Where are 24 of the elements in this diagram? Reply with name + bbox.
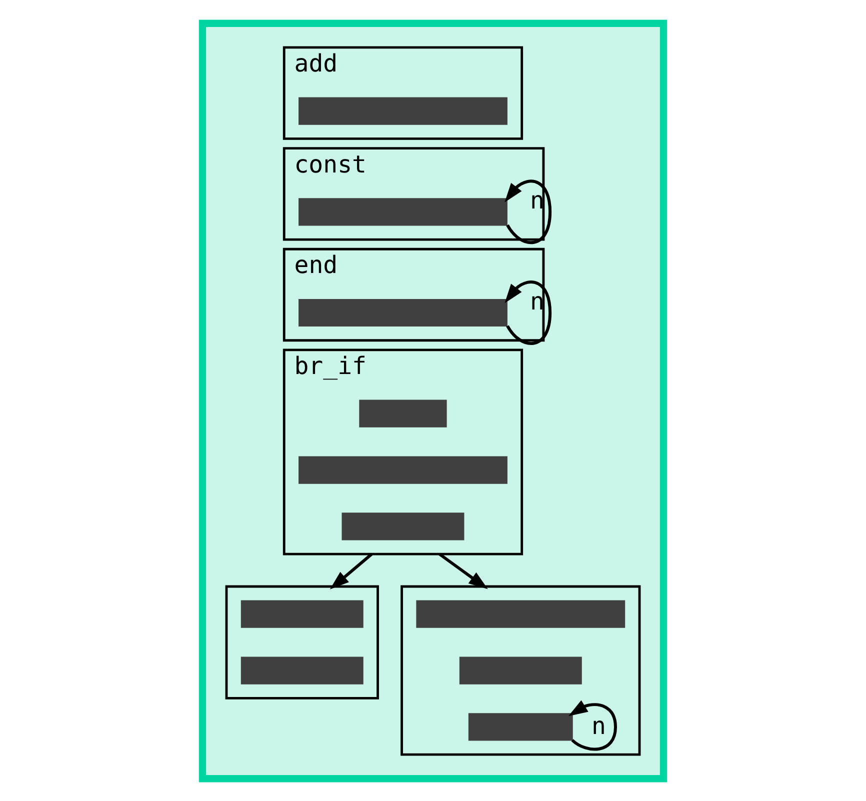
cluster: br_if bbox=[282, 348, 524, 555]
arrow bbox=[568, 700, 617, 750]
arrow bbox=[438, 552, 488, 589]
node-bar bbox=[298, 198, 508, 226]
cluster bbox=[225, 584, 379, 699]
node-bar bbox=[298, 96, 508, 124]
edge-label: n bbox=[530, 186, 544, 214]
node-bar bbox=[342, 512, 464, 540]
cluster: add bbox=[282, 46, 524, 140]
node-bar bbox=[240, 600, 364, 628]
edge-label: n bbox=[530, 287, 544, 315]
node-bar bbox=[240, 656, 364, 684]
node-bar bbox=[459, 656, 582, 684]
arrow bbox=[330, 552, 373, 589]
arrow bbox=[504, 280, 552, 344]
arrow bbox=[504, 179, 552, 244]
edge-label: n bbox=[591, 712, 606, 740]
node-bar bbox=[298, 456, 508, 484]
node-bar bbox=[468, 712, 573, 740]
node-bar bbox=[416, 600, 626, 628]
node-bar bbox=[359, 399, 447, 427]
cluster bbox=[198, 19, 668, 782]
cluster bbox=[400, 584, 641, 756]
node-bar bbox=[298, 298, 508, 326]
